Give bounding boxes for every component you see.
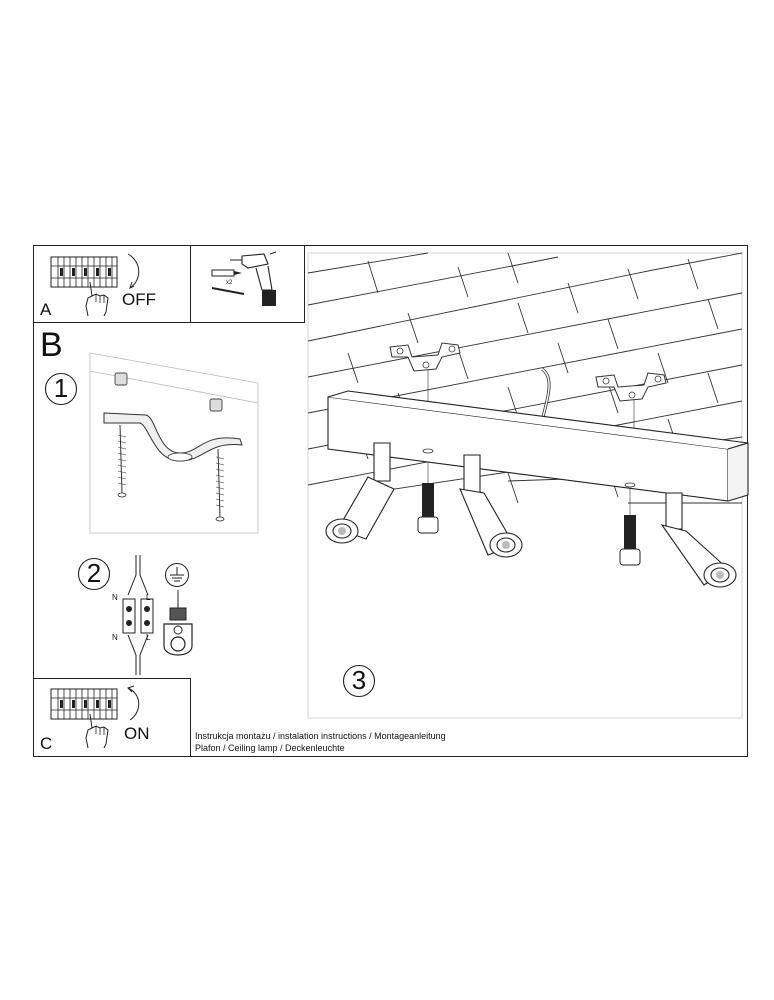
step-3-ceiling-lamp-illustration [307, 252, 749, 719]
step-2-number: 2 [86, 558, 102, 588]
caption-line-2: Plafon / Ceiling lamp / Deckenleuchte [195, 743, 345, 753]
power-on-label: ON [124, 724, 150, 743]
ground-symbol-icon [165, 563, 189, 587]
circuit-breaker-panel-icon [50, 688, 118, 720]
tools-panel [190, 245, 305, 323]
step-3-circle [342, 664, 376, 698]
wire-label-n-top: N [112, 593, 118, 602]
step-2-circle [77, 557, 111, 591]
anchor-count: x2 [226, 280, 233, 286]
wire-label-l-top: L [146, 593, 151, 602]
panel-c-power-on [33, 678, 191, 757]
section-a-letter: A [40, 300, 52, 319]
rotate-arrow-icon [127, 253, 140, 289]
power-drill-icon [230, 251, 277, 306]
caption-line-1: Instrukcja montażu / instalation instruc… [195, 731, 446, 741]
panel-a-power-off [33, 245, 191, 323]
hand-switch-icon [85, 281, 109, 317]
step-1-circle [44, 372, 78, 406]
power-off-label: OFF [122, 290, 156, 309]
step-3-number: 3 [351, 665, 367, 695]
step-1-bracket-illustration [89, 352, 259, 534]
ground-terminal-illustration [163, 590, 193, 656]
section-c-letter: C [40, 734, 53, 753]
circuit-breaker-panel-icon [50, 256, 118, 288]
wire-label-l-bottom: L [146, 633, 151, 642]
section-b-letter: B [40, 326, 63, 364]
instruction-frame [33, 245, 748, 757]
hand-switch-icon [85, 713, 109, 749]
wall-plug-icon [211, 269, 245, 295]
rotate-arrow-icon [127, 685, 140, 721]
wire-label-n-bottom: N [112, 633, 118, 642]
wiring-terminal-diagram [122, 555, 154, 675]
step-1-number: 1 [53, 373, 69, 403]
